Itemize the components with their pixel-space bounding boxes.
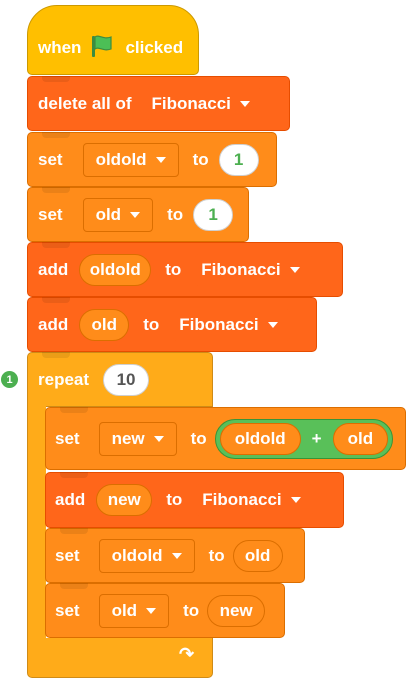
dropdown-caret-icon	[267, 321, 278, 328]
add-to-list-block[interactable]: add old to Fibonacci	[27, 297, 317, 352]
variable-reporter[interactable]: old	[79, 308, 130, 341]
dropdown-caret-icon	[290, 497, 301, 503]
variable-reporter[interactable]: old	[332, 422, 389, 455]
variable-reporter[interactable]: new	[207, 594, 266, 627]
repeat-label: repeat	[38, 369, 90, 389]
set-variable-block[interactable]: set old to new	[45, 583, 285, 638]
green-flag-icon	[89, 33, 115, 64]
variable-reporter[interactable]: oldold	[219, 422, 301, 455]
delete-all-of-list-block[interactable]: delete all of Fibonacci	[27, 76, 290, 131]
loop-arrow-icon: ↷	[179, 644, 195, 664]
set-label: set	[55, 545, 80, 565]
variable-dropdown[interactable]: oldold	[98, 538, 195, 573]
to-label: to	[165, 259, 182, 279]
dropdown-caret-icon	[239, 100, 250, 107]
variable-dropdown-value: old	[95, 204, 122, 224]
to-label: to	[166, 490, 183, 509]
repeat-arm	[27, 405, 46, 640]
list-dropdown-value: Fibonacci	[202, 490, 282, 509]
variable-dropdown-value: new	[111, 428, 145, 448]
add-label: add	[55, 490, 86, 509]
dropdown-caret-icon	[155, 156, 166, 163]
variable-dropdown-value: oldold	[111, 545, 163, 565]
variable-reporter[interactable]: old	[232, 539, 283, 572]
delete-all-label: delete all of	[38, 93, 132, 113]
dropdown-caret-icon	[130, 211, 141, 218]
list-dropdown[interactable]: Fibonacci	[145, 87, 262, 120]
plus-sign: +	[311, 428, 322, 448]
to-label: to	[143, 314, 160, 334]
dropdown-caret-icon	[171, 552, 182, 559]
clicked-label: clicked	[125, 38, 184, 57]
variable-dropdown[interactable]: old	[98, 593, 170, 628]
variable-dropdown[interactable]: new	[98, 421, 177, 456]
repeat-count-input[interactable]: 10	[103, 363, 150, 396]
set-label: set	[38, 149, 63, 169]
list-dropdown-value: Fibonacci	[179, 314, 259, 334]
repeat-bottom: ↷	[27, 638, 213, 678]
to-label: to	[183, 600, 200, 620]
add-label: add	[38, 314, 69, 334]
to-label: to	[167, 204, 184, 224]
addition-operator-block[interactable]: oldold + old	[214, 418, 394, 459]
dropdown-caret-icon	[289, 266, 300, 273]
set-label: set	[55, 600, 80, 620]
add-to-list-block[interactable]: add oldold to Fibonacci	[27, 242, 343, 297]
when-flag-clicked-block[interactable]: when clicked	[27, 5, 199, 75]
set-variable-block[interactable]: set old to 1	[27, 187, 249, 242]
set-label: set	[38, 204, 63, 224]
to-label: to	[208, 545, 225, 565]
set-variable-block[interactable]: set new to oldold + old	[45, 407, 406, 470]
dropdown-caret-icon	[153, 435, 164, 442]
to-label: to	[192, 149, 209, 169]
variable-dropdown-value: oldold	[95, 149, 147, 169]
list-dropdown-value: Fibonacci	[201, 259, 281, 279]
set-variable-block[interactable]: set oldold to 1	[27, 132, 277, 187]
variable-dropdown[interactable]: oldold	[82, 142, 179, 177]
set-label: set	[55, 428, 80, 448]
add-label: add	[38, 259, 69, 279]
dropdown-caret-icon	[146, 607, 157, 614]
variable-dropdown[interactable]: old	[82, 197, 154, 232]
set-variable-block[interactable]: set oldold to old	[45, 528, 305, 583]
variable-reporter[interactable]: oldold	[79, 253, 152, 286]
to-label: to	[190, 428, 207, 448]
step-number-badge: 1	[1, 371, 18, 388]
add-to-list-block[interactable]: add new to Fibonacci	[45, 472, 344, 528]
list-dropdown-value: Fibonacci	[151, 93, 231, 113]
value-input[interactable]: 1	[193, 198, 234, 231]
repeat-block[interactable]: repeat 10	[27, 352, 213, 407]
variable-reporter[interactable]: new	[96, 484, 153, 516]
variable-dropdown-value: old	[111, 600, 138, 620]
when-label: when	[38, 38, 82, 57]
list-dropdown[interactable]: Fibonacci	[173, 308, 290, 341]
list-dropdown[interactable]: Fibonacci	[196, 484, 313, 516]
value-input[interactable]: 1	[218, 143, 259, 176]
list-dropdown[interactable]: Fibonacci	[195, 253, 312, 286]
